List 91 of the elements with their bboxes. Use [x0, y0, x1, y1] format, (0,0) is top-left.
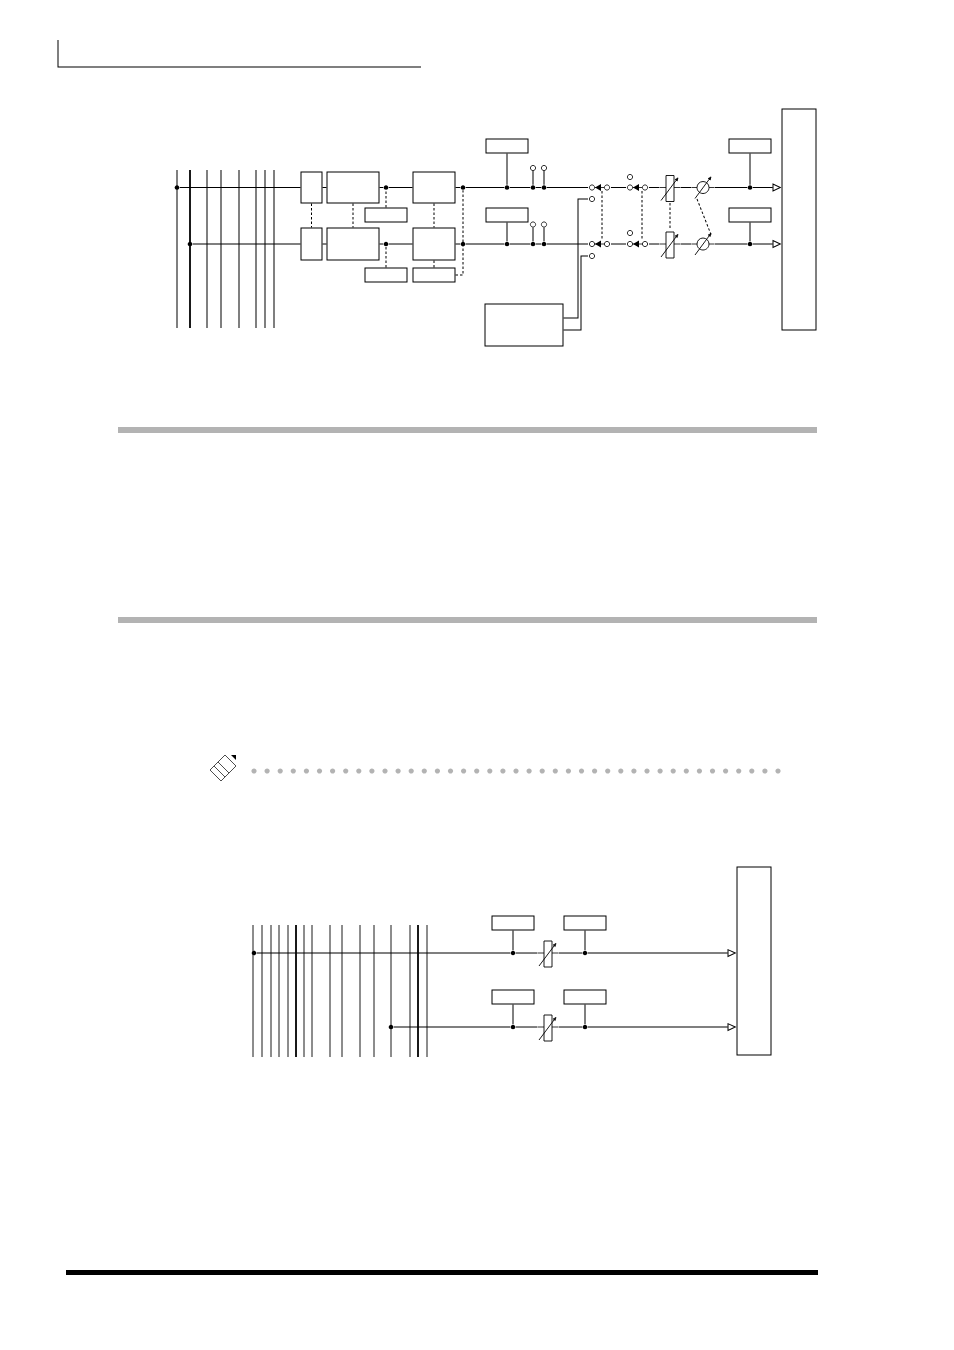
- block-box: [563, 989, 607, 1005]
- block-box: [485, 138, 529, 154]
- signal-line: [543, 227, 545, 242]
- signal-line: [584, 930, 586, 951]
- block-box: [364, 267, 408, 283]
- link-line: [696, 198, 712, 235]
- signal-line: [465, 187, 505, 188]
- block-box: [491, 915, 535, 931]
- signal-line: [535, 187, 542, 188]
- signal-line: [515, 952, 538, 954]
- block-box: [412, 227, 456, 261]
- signal-line: [680, 187, 692, 188]
- signal-line: [512, 1004, 514, 1025]
- signal-line: [563, 255, 589, 331]
- signal-line: [256, 952, 511, 954]
- signal-line: [648, 243, 660, 245]
- signal-line: [558, 952, 583, 954]
- link-line: [601, 190, 603, 241]
- block-box: [728, 138, 772, 154]
- link-line: [385, 189, 387, 208]
- signal-line: [322, 187, 327, 188]
- signal-arrow: [752, 183, 781, 192]
- signal-line: [749, 153, 751, 186]
- block-box: [364, 207, 408, 223]
- signal-line: [455, 243, 461, 245]
- switch-symbol: [626, 174, 649, 191]
- signal-line: [648, 187, 660, 188]
- block-box: [563, 915, 607, 931]
- output-block: [781, 108, 817, 331]
- signal-line: [535, 243, 542, 245]
- block-box: [491, 989, 535, 1005]
- signal-line: [610, 243, 627, 245]
- block-box: [485, 207, 529, 223]
- link-line: [641, 190, 643, 241]
- switch-symbol: [588, 184, 611, 202]
- signal-line: [179, 187, 301, 188]
- signal-line: [532, 170, 534, 186]
- signal-line: [379, 187, 384, 188]
- switch-symbol: [626, 230, 649, 248]
- block-box: [326, 171, 380, 204]
- signal-line: [714, 243, 748, 245]
- fader-symbol: [659, 175, 681, 202]
- signal-line: [506, 153, 508, 186]
- signal-line: [680, 243, 692, 245]
- signal-line: [515, 1026, 538, 1028]
- signal-arrow: [752, 240, 781, 248]
- signal-line: [455, 187, 461, 188]
- signal-line: [546, 187, 589, 188]
- signal-line: [558, 1026, 583, 1028]
- signal-arrow: [587, 1023, 736, 1031]
- signal-line: [563, 198, 589, 319]
- signal-line: [465, 243, 505, 245]
- link-line: [455, 189, 464, 276]
- block-box: [300, 171, 323, 204]
- signal-line: [509, 187, 531, 188]
- signal-line: [714, 187, 748, 188]
- link-line: [352, 203, 354, 228]
- block-box: [484, 303, 564, 347]
- signal-line: [509, 243, 531, 245]
- signal-line: [322, 243, 327, 245]
- link-line: [433, 260, 435, 268]
- link-line: [669, 202, 671, 229]
- signal-line: [610, 187, 627, 188]
- phase-symbol: [691, 232, 715, 256]
- signal-line: [379, 243, 384, 245]
- link-line: [433, 203, 435, 228]
- signal-line: [532, 227, 534, 242]
- fader-symbol: [537, 940, 559, 968]
- signal-arrow: [587, 949, 736, 957]
- link-line: [385, 246, 387, 268]
- signal-line: [512, 930, 514, 951]
- signal-line: [543, 170, 545, 186]
- block-box: [412, 267, 456, 283]
- phase-symbol: [691, 176, 715, 199]
- link-line: [311, 203, 312, 228]
- block-box: [326, 227, 380, 261]
- signal-line: [192, 243, 301, 245]
- signal-line: [584, 1004, 586, 1025]
- signal-line: [388, 187, 413, 188]
- block-box: [412, 171, 456, 204]
- signal-line: [388, 243, 413, 245]
- signal-line: [506, 222, 508, 242]
- signal-line: [546, 243, 589, 245]
- output-block: [736, 866, 772, 1056]
- switch-symbol: [588, 240, 611, 259]
- signal-line: [749, 222, 751, 242]
- fader-symbol: [659, 231, 681, 259]
- block-box: [300, 227, 323, 261]
- signal-line: [393, 1026, 511, 1028]
- fader-symbol: [537, 1014, 559, 1042]
- block-box: [728, 207, 772, 223]
